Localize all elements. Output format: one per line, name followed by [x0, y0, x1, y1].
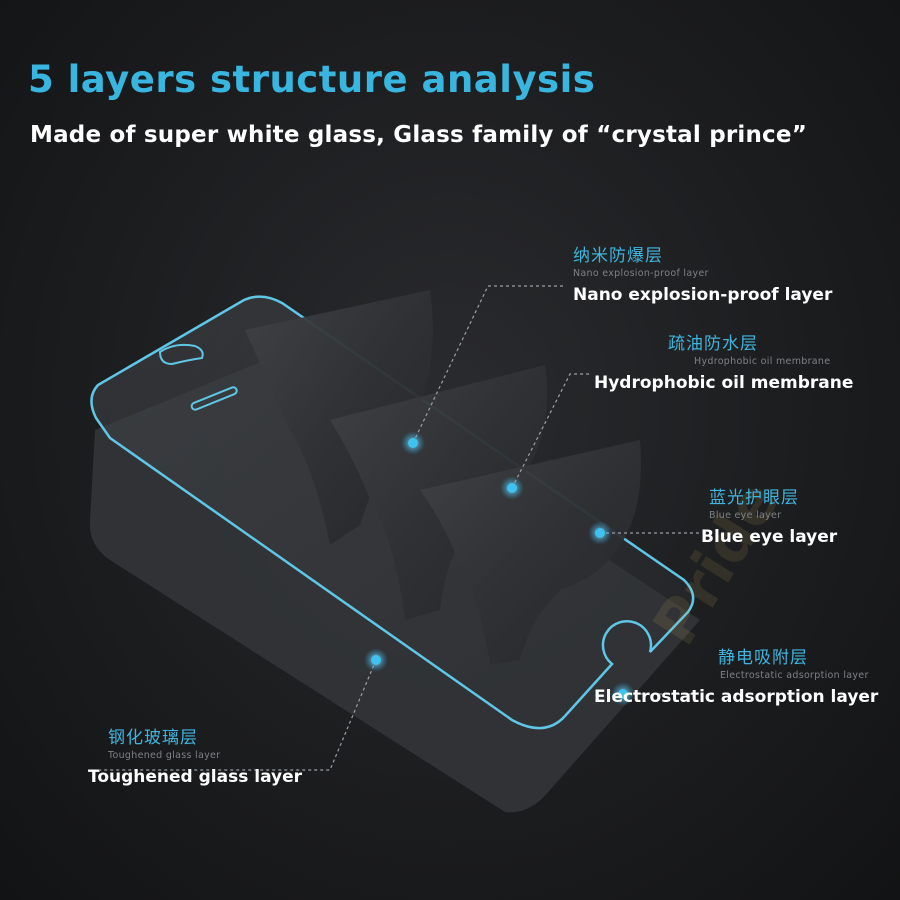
marker-dot-nano	[408, 438, 418, 448]
page-subtitle: Made of super white glass, Glass family …	[30, 122, 808, 148]
layer-name-small: Nano explosion-proof layer	[573, 268, 709, 279]
marker-dot-hydrophobic	[507, 483, 517, 493]
layer-name-cn: 疏油防水层	[668, 334, 758, 354]
layer-name-en: Toughened glass layer	[88, 767, 303, 787]
layer-name-cn: 纳米防爆层	[573, 246, 663, 266]
layer-name-small: Blue eye layer	[709, 510, 782, 521]
marker-dot-electrostatic	[618, 689, 628, 699]
page-title: 5 layers structure analysis	[28, 58, 596, 101]
marker-dot-toughened	[371, 655, 381, 665]
film-layer-nano	[245, 290, 433, 545]
speaker-slot	[190, 386, 238, 411]
layer-name-en: Nano explosion-proof layer	[573, 285, 833, 305]
film-layer-blue-eye	[420, 440, 641, 665]
layer-name-cn: 静电吸附层	[718, 648, 808, 668]
label-hydrophobic-oil: 疏油防水层 Hydrophobic oil membrane Hydrophob…	[594, 334, 853, 394]
layer-name-small: Toughened glass layer	[108, 750, 221, 761]
leader-line-hydrophobic	[511, 373, 590, 489]
label-blue-eye: 蓝光护眼层 Blue eye layer Blue eye layer	[701, 488, 837, 548]
layer-name-small: Electrostatic adsorption layer	[720, 670, 869, 681]
layer-name-en: Blue eye layer	[701, 527, 838, 547]
label-toughened-glass: 钢化玻璃层 Toughened glass layer Toughened gl…	[88, 728, 302, 788]
layer-name-small: Hydrophobic oil membrane	[694, 356, 831, 367]
layer-name-en: Hydrophobic oil membrane	[594, 373, 854, 393]
label-electrostatic-adsorption: 静电吸附层 Electrostatic adsorption layer Ele…	[594, 648, 878, 708]
layer-name-cn: 蓝光护眼层	[709, 488, 799, 508]
leader-lines	[100, 285, 700, 771]
layer-name-cn: 钢化玻璃层	[108, 728, 198, 748]
leader-line-toughened	[100, 659, 377, 771]
layer-name-en: Electrostatic adsorption layer	[594, 687, 879, 707]
camera-notch	[158, 343, 204, 366]
layer-markers	[364, 431, 635, 706]
marker-dot-blue-eye	[595, 528, 605, 538]
label-nano-explosion-proof: 纳米防爆层 Nano explosion-proof layer Nano ex…	[573, 246, 832, 306]
